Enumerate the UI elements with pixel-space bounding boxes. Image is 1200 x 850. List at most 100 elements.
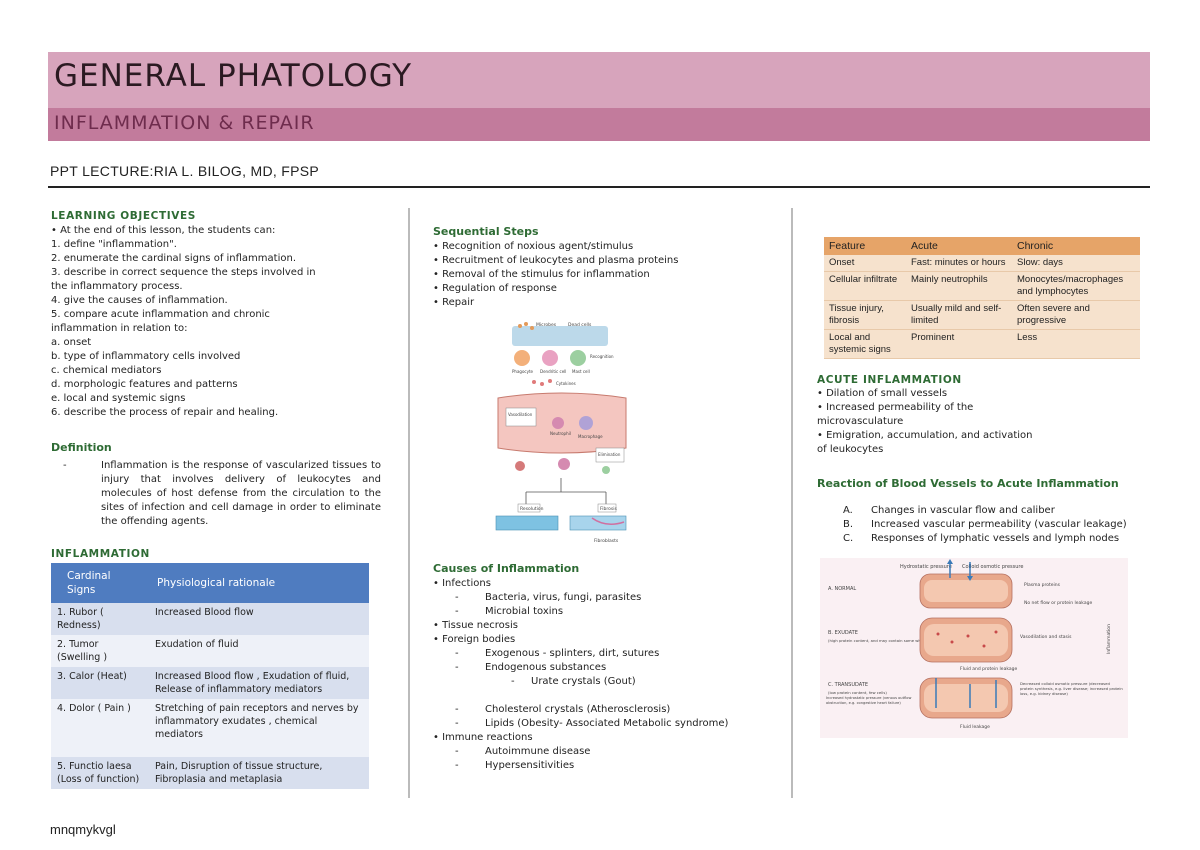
table-cell: Onset: [824, 255, 906, 272]
list-spacer: [433, 689, 773, 703]
list-item: • Foreign bodies: [433, 634, 516, 645]
list-item: -Autoimmune disease: [455, 746, 591, 757]
causes-heading: Causes of Inflammation: [433, 562, 580, 575]
column-2: Sequential Steps • Recognition of noxiou…: [433, 225, 773, 310]
table-cell: Increased Blood flow , Exudation of flui…: [149, 667, 369, 699]
causes-section: Causes of Inflammation • Infections -Bac…: [433, 562, 773, 773]
objective-line: the inflammatory process.: [51, 281, 183, 292]
fig-label-plasma: Plasma proteins: [1024, 582, 1061, 588]
table-cell: Local and systemic signs: [824, 329, 906, 359]
table-row: 2. Tumor (Swelling ) Exudation of fluid: [51, 635, 369, 667]
table-row: Tissue injury, fibrosis Usually mild and…: [824, 300, 1140, 330]
lecturer-line: PPT LECTURE:RIA L. BILOG, MD, FPSP: [50, 163, 320, 179]
footer-code: mnqmykvgl: [50, 822, 116, 837]
column-divider-2: [791, 208, 793, 798]
table-cell: Cellular infiltrate: [824, 271, 906, 301]
fig-label-a: A. NORMAL: [828, 586, 856, 592]
acute-vs-chronic-table-wrap: Feature Acute Chronic Onset Fast: minute…: [824, 237, 1140, 359]
table-cell: 5. Functio laesa (Loss of function): [51, 757, 149, 789]
objectives-list: • At the end of this lesson, the student…: [51, 224, 381, 420]
fig-label-phagocyte: Phagocyte: [512, 369, 534, 374]
fig-label-c: C. TRANSUDATE: [828, 682, 868, 688]
objective-line: 4. give the causes of inflammation.: [51, 295, 228, 306]
table-cell: Usually mild and self-limited: [906, 300, 1012, 330]
fig-label-microbes: Microbes: [536, 322, 557, 328]
table-row: 5. Functio laesa (Loss of function) Pain…: [51, 757, 369, 789]
reaction-heading: Reaction of Blood Vessels to Acute Infla…: [817, 477, 1119, 490]
table-row: 4. Dolor ( Pain ) Stretching of pain rec…: [51, 699, 369, 757]
definition-item: - Inflammation is the response of vascul…: [51, 459, 381, 529]
objective-line: • At the end of this lesson, the student…: [51, 225, 276, 236]
list-item: -Exogenous - splinters, dirt, sutures: [455, 648, 660, 659]
header-rule: [48, 186, 1150, 188]
table-row: Local and systemic signs Prominent Less: [824, 329, 1140, 359]
fig-label-inflammation: Inflammation: [1106, 624, 1112, 654]
list-item: • Removal of the stimulus for inflammati…: [433, 269, 650, 280]
fig-label-c-2: Decreased colloid osmotic pressure (decr…: [1020, 682, 1123, 696]
column-1: LEARNING OBJECTIVES • At the end of this…: [51, 209, 381, 789]
table-cell: Mainly neutrophils: [906, 271, 1012, 301]
list-item: • Emigration, accumulation, and activati…: [817, 430, 1033, 441]
objective-line: 1. define "inflammation".: [51, 239, 177, 250]
table-cell: 3. Calor (Heat): [51, 667, 149, 699]
fig-label-vasodilation: Vasodilation: [508, 412, 533, 417]
objective-line: c. chemical mediators: [51, 365, 162, 376]
table-cell: Tissue injury, fibrosis: [824, 300, 906, 330]
table-cell: 1. Rubor ( Redness): [51, 603, 149, 635]
acute-vs-chronic-table: Feature Acute Chronic Onset Fast: minute…: [824, 237, 1140, 359]
fig-label-c-sub: (low protein content, few cells): [828, 690, 887, 695]
fig-label-dead-cells: Dead cells: [568, 322, 592, 328]
fig-label-cytokines: Cytokines: [556, 381, 576, 386]
steps-heading: Sequential Steps: [433, 225, 539, 238]
table-cell: Monocytes/macrophages and lymphocytes: [1012, 271, 1140, 301]
table-cell: Slow: days: [1012, 255, 1140, 272]
table-header: Cardinal Signs: [51, 563, 149, 603]
objective-line: 3. describe in correct sequence the step…: [51, 267, 316, 278]
fig-label-recognition: Recognition: [590, 354, 614, 359]
table-cell: Often severe and progressive: [1012, 300, 1140, 330]
table-header-row: Feature Acute Chronic: [824, 237, 1140, 255]
definition-text: Inflammation is the response of vascular…: [101, 460, 381, 527]
fig-label-colloid: Colloid osmotic pressure: [962, 564, 1023, 570]
list-item: • Repair: [433, 297, 475, 308]
list-item: -Bacteria, virus, fungi, parasites: [455, 592, 642, 603]
list-item: -Cholesterol crystals (Atherosclerosis): [455, 704, 671, 715]
table-header-row: Cardinal Signs Physiological rationale: [51, 563, 369, 603]
list-item: B.Increased vascular permeability (vascu…: [843, 519, 1127, 530]
page-subtitle: INFLAMMATION & REPAIR: [54, 112, 315, 134]
inflammation-steps-figure: Microbes Dead cells Phagocyte Dendritic …: [486, 318, 636, 550]
objective-line: 5. compare acute inflammation and chroni…: [51, 309, 270, 320]
column-divider-1: [408, 208, 410, 798]
acute-section: ACUTE INFLAMMATION • Dilation of small v…: [817, 373, 1137, 546]
objectives-heading: LEARNING OBJECTIVES: [51, 210, 196, 222]
acute-list: • Dilation of small vessels • Increased …: [817, 387, 1137, 457]
table-cell: 4. Dolor ( Pain ): [51, 699, 149, 757]
fig-label-no-leak: No net flow or protein leakage: [1024, 600, 1092, 606]
list-item: • Tissue necrosis: [433, 620, 518, 631]
page-title: GENERAL PHATOLOGY: [54, 58, 413, 94]
list-item: -Hypersensitivities: [455, 760, 575, 771]
steps-list: • Recognition of noxious agent/stimulus …: [433, 240, 773, 310]
objective-line: a. onset: [51, 337, 92, 348]
fig-label-b: B. EXUDATE: [828, 630, 858, 636]
list-item: microvasculature: [817, 416, 904, 427]
list-item: • Increased permeability of the: [817, 402, 974, 413]
fig-label-mast: Mast cell: [572, 369, 590, 374]
definition-dash: -: [63, 460, 67, 471]
title-banner: GENERAL PHATOLOGY: [48, 52, 1150, 108]
list-item: -Microbial toxins: [455, 606, 564, 617]
fig-label-hydrostatic: Hydrostatic pressure: [900, 564, 952, 570]
table-cell: Increased Blood flow: [149, 603, 369, 635]
list-item: -Endogenous substances: [455, 662, 607, 673]
list-item: -Lipids (Obesity- Associated Metabolic s…: [455, 718, 729, 729]
fig-label-b-leak: Fluid and protein leakage: [960, 666, 1017, 672]
cardinal-signs-table: Cardinal Signs Physiological rationale 1…: [51, 563, 369, 789]
fig-label-vasodilation: Vasodilation and stasis: [1020, 634, 1072, 640]
table-cell: Prominent: [906, 329, 1012, 359]
objective-line: 2. enumerate the cardinal signs of infla…: [51, 253, 296, 264]
fig-label-resolution: Resolution: [520, 506, 544, 512]
list-item: • Immune reactions: [433, 732, 533, 743]
fig-label-macrophage: Macrophage: [578, 434, 603, 439]
table-header: Acute: [906, 237, 1012, 255]
vessel-reaction-figure: Hydrostatic pressure Colloid osmotic pre…: [820, 558, 1128, 738]
